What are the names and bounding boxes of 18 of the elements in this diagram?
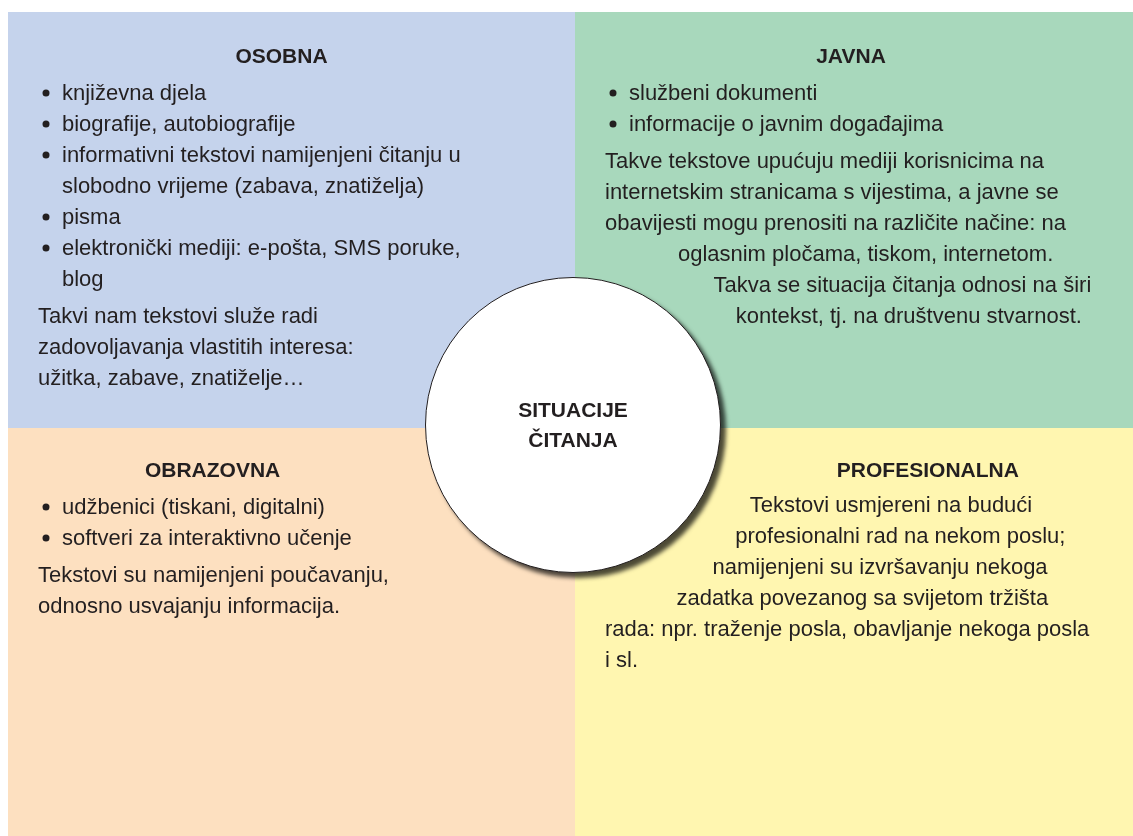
section-heading: OSOBNA bbox=[234, 43, 329, 69]
description-text: Tekstovi su namijenjeni poučavanju, odnosno usvajanju informacija. bbox=[38, 561, 390, 620]
section-heading: OBRAZOVNA bbox=[143, 457, 282, 483]
bullet-text: elektronički mediji: e-pošta, SMS poruke, blog bbox=[62, 235, 461, 291]
description-text: Takve tekstove upućuju mediji korisnicima na internetskim stranicama s vijestima, a javne se obavijesti mogu prenositi na različite načine: na oglasnim pločama, tiskom, internetom. Takva se situacija čitanja odnosi na širi kontekst, tj. na društvenu stvarnost. bbox=[605, 147, 1093, 330]
description-text: Tekstovi usmjereni na budući profesionalni rad na nekom poslu; namijenjeni su izvršavanju nekoga zadatka povezanog sa svijetom tržišta rada: npr. traženje posla, obavljanje nekoga posla i sl. bbox=[605, 491, 1091, 674]
circle-title: SITUACIJE ČITANJA bbox=[517, 397, 629, 453]
description-text: Takvi nam tekstovi služe radi zadovoljavanja vlastitih interesa: užitka, zabave, znatiželje… bbox=[38, 302, 355, 392]
bullet-text: informacije o javnim događajima bbox=[629, 111, 944, 136]
bullet-text: službeni dokumenti bbox=[629, 80, 818, 105]
bullet-text: književna djela bbox=[62, 80, 207, 105]
bullet-text: softveri za interaktivno učenje bbox=[62, 525, 352, 550]
bullet-text: udžbenici (tiskani, digitalni) bbox=[62, 494, 325, 519]
bullet-text: biografije, autobiografije bbox=[62, 111, 296, 136]
section-heading: JAVNA bbox=[815, 43, 887, 69]
bullet-text: pisma bbox=[62, 204, 121, 229]
section-heading: PROFESIONALNA bbox=[835, 457, 1020, 483]
bullet-text: informativni tekstovi namijenjeni čitanju u slobodno vrijeme (zabava, znatiželja) bbox=[62, 142, 461, 198]
